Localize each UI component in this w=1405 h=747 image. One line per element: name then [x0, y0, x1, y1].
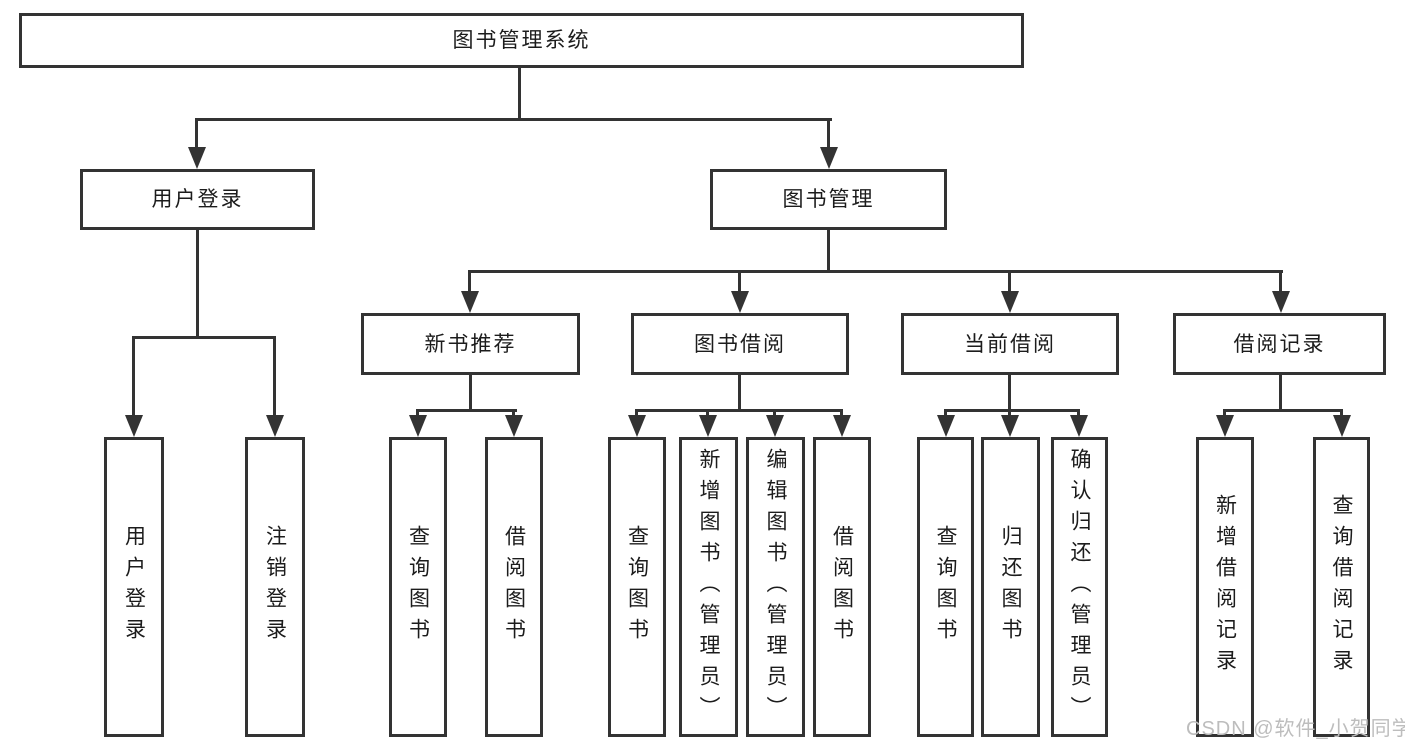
node-user-login: 用户登录	[80, 169, 315, 230]
connector-line	[469, 375, 472, 412]
connector-line	[1279, 375, 1282, 412]
connector-line	[132, 336, 135, 417]
connector-line	[468, 270, 471, 293]
leaf-confirm-return-admin: 确认归还（管理员）	[1051, 437, 1108, 737]
connector-line	[840, 409, 843, 418]
leaf-query-books-recommend-label: 查询图书	[406, 525, 430, 649]
node-root: 图书管理系统	[19, 13, 1024, 68]
connector-line	[132, 336, 276, 339]
connector-line	[1340, 409, 1343, 418]
connector-arrowhead	[188, 147, 206, 169]
leaf-query-books-borrow: 查询图书	[608, 437, 666, 737]
connector-line	[738, 270, 741, 293]
leaf-add-borrow-record: 新增借阅记录	[1196, 437, 1254, 737]
connector-arrowhead	[833, 415, 851, 437]
connector-line	[512, 409, 515, 418]
connector-line	[1223, 409, 1226, 418]
node-user-login-label: 用户登录	[151, 188, 244, 211]
node-new-book-recommend: 新书推荐	[361, 313, 580, 375]
connector-line	[1223, 409, 1343, 412]
node-new-book-recommend-label: 新书推荐	[424, 332, 517, 356]
connector-arrowhead	[731, 291, 749, 313]
connector-arrowhead	[820, 147, 838, 169]
connector-arrowhead	[1272, 291, 1290, 313]
node-book-management: 图书管理	[710, 169, 947, 230]
connector-line	[738, 375, 741, 412]
connector-line	[469, 270, 1283, 273]
connector-line	[273, 336, 276, 417]
leaf-add-book-admin: 新增图书（管理员）	[679, 437, 738, 737]
connector-arrowhead	[125, 415, 143, 437]
leaf-user-login-label: 用户登录	[122, 525, 146, 649]
node-borrow-records-label: 借阅记录	[1233, 332, 1326, 356]
leaf-confirm-return-admin-label: 确认归还（管理员）	[1068, 447, 1091, 727]
node-book-borrow: 图书借阅	[631, 313, 849, 375]
connector-line	[1077, 409, 1080, 418]
leaf-user-login: 用户登录	[104, 437, 164, 737]
connector-arrowhead	[1333, 415, 1351, 437]
node-borrow-records: 借阅记录	[1173, 313, 1386, 375]
connector-line	[944, 409, 947, 418]
leaf-return-book: 归还图书	[981, 437, 1040, 737]
leaf-borrow-books-recommend: 借阅图书	[485, 437, 543, 737]
connector-arrowhead	[409, 415, 427, 437]
leaf-logout: 注销登录	[245, 437, 305, 737]
leaf-edit-book-admin: 编辑图书（管理员）	[746, 437, 805, 737]
connector-arrowhead	[505, 415, 523, 437]
leaf-query-books-recommend: 查询图书	[389, 437, 447, 737]
connector-arrowhead	[1070, 415, 1088, 437]
leaf-query-borrow-record-label: 查询借阅记录	[1330, 494, 1353, 680]
connector-arrowhead	[1216, 415, 1234, 437]
connector-line	[416, 409, 517, 412]
leaf-return-book-label: 归还图书	[999, 525, 1022, 649]
connector-line	[635, 409, 638, 418]
connector-arrowhead	[1001, 291, 1019, 313]
connector-line	[1279, 270, 1282, 293]
connector-line	[944, 409, 1080, 412]
node-book-borrow-label: 图书借阅	[694, 332, 786, 356]
connector-arrowhead	[628, 415, 646, 437]
connector-arrowhead	[766, 415, 784, 437]
connector-line	[195, 118, 198, 149]
connector-line	[416, 409, 419, 418]
connector-arrowhead	[937, 415, 955, 437]
leaf-borrow-books-borrow-label: 借阅图书	[830, 525, 854, 649]
leaf-logout-label: 注销登录	[263, 525, 287, 649]
leaf-borrow-books-recommend-label: 借阅图书	[502, 525, 526, 649]
leaf-query-books-borrow-label: 查询图书	[625, 525, 649, 649]
connector-line	[518, 68, 521, 121]
node-current-borrow: 当前借阅	[901, 313, 1119, 375]
connector-line	[827, 118, 830, 149]
leaf-query-books-current: 查询图书	[917, 437, 974, 737]
connector-line	[1008, 409, 1011, 418]
node-root-label: 图书管理系统	[452, 29, 591, 52]
connector-arrowhead	[461, 291, 479, 313]
connector-line	[196, 230, 199, 339]
connector-line	[1008, 375, 1011, 412]
leaf-add-borrow-record-label: 新增借阅记录	[1213, 494, 1237, 680]
leaf-borrow-books-borrow: 借阅图书	[813, 437, 871, 737]
leaf-query-borrow-record: 查询借阅记录	[1313, 437, 1370, 737]
connector-arrowhead	[266, 415, 284, 437]
connector-line	[635, 409, 843, 412]
watermark-text: CSDN @软件_小贺同学	[1186, 718, 1405, 740]
leaf-query-books-current-label: 查询图书	[934, 525, 957, 649]
leaf-edit-book-admin-label: 编辑图书（管理员）	[764, 447, 787, 727]
connector-line	[1008, 270, 1011, 293]
connector-line	[773, 409, 776, 418]
connector-arrowhead	[1001, 415, 1019, 437]
connector-line	[196, 118, 832, 121]
connector-arrowhead	[699, 415, 717, 437]
node-current-borrow-label: 当前借阅	[964, 332, 1056, 356]
leaf-add-book-admin-label: 新增图书（管理员）	[697, 447, 720, 727]
connector-line	[827, 230, 830, 273]
node-book-management-label: 图书管理	[782, 188, 875, 211]
connector-line	[706, 409, 709, 418]
